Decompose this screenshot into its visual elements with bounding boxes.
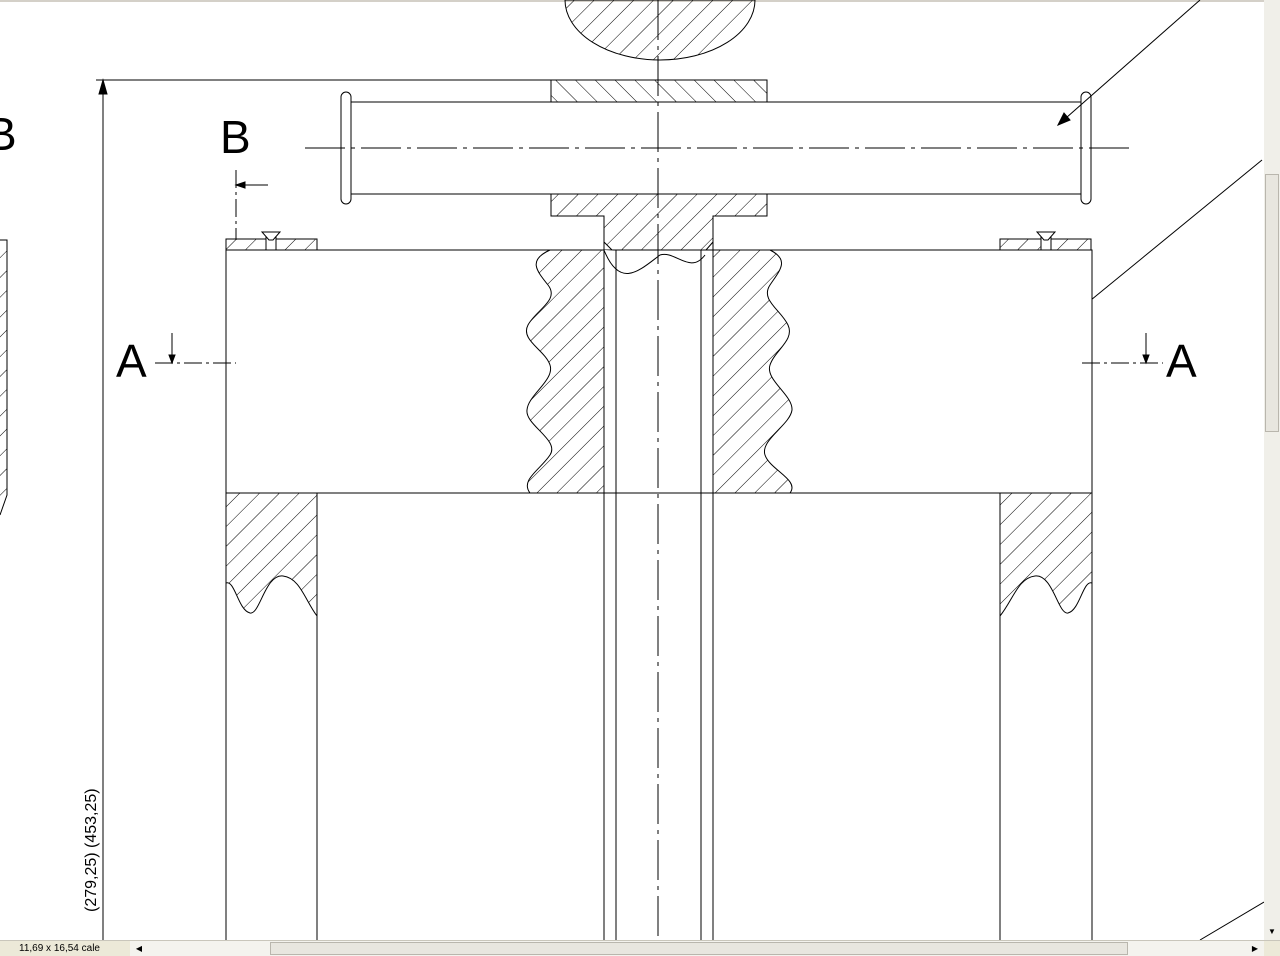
technical-drawing: A A B B (279,25) (453,25)	[0, 0, 1264, 940]
vertical-scroll-thumb[interactable]	[1265, 174, 1279, 432]
section-label-b-partial: B	[0, 108, 17, 160]
scrollbar-corner	[1264, 941, 1280, 956]
dimension-text: (279,25) (453,25)	[83, 788, 100, 912]
left-partial-part	[0, 239, 8, 516]
section-label-a-right: A	[1166, 335, 1197, 387]
drawing-canvas[interactable]: A A B B (279,25) (453,25)	[0, 0, 1264, 940]
section-label-a-left: A	[116, 335, 147, 387]
housing-section-left	[225, 492, 318, 618]
arrow-down-icon[interactable]: ▼	[1264, 924, 1280, 940]
leader-line-bottom	[1199, 901, 1264, 940]
vertical-scrollbar[interactable]: ▼	[1264, 0, 1280, 940]
sheet-size-label: 11,69 x 16,54 cale	[0, 941, 130, 956]
thread-section-right	[712, 249, 793, 494]
status-bar: 11,69 x 16,54 cale ◀ ▶	[0, 940, 1280, 956]
leader-line-top	[1057, 0, 1201, 126]
arrow-right-icon[interactable]: ▶	[1251, 944, 1259, 953]
housing-section-right	[999, 492, 1093, 618]
arrow-left-icon[interactable]: ◀	[135, 944, 143, 953]
horizontal-scrollbar[interactable]: ◀ ▶	[130, 941, 1264, 956]
nut-body	[225, 249, 1093, 494]
dimension-arrow	[98, 78, 108, 95]
thread-section-left	[525, 249, 605, 494]
top-sphere-section	[564, 0, 756, 61]
hub-bottom-section	[550, 193, 768, 251]
section-label-b: B	[220, 111, 251, 163]
hub-top-section	[550, 79, 768, 103]
horizontal-scroll-thumb[interactable]	[270, 942, 1128, 955]
